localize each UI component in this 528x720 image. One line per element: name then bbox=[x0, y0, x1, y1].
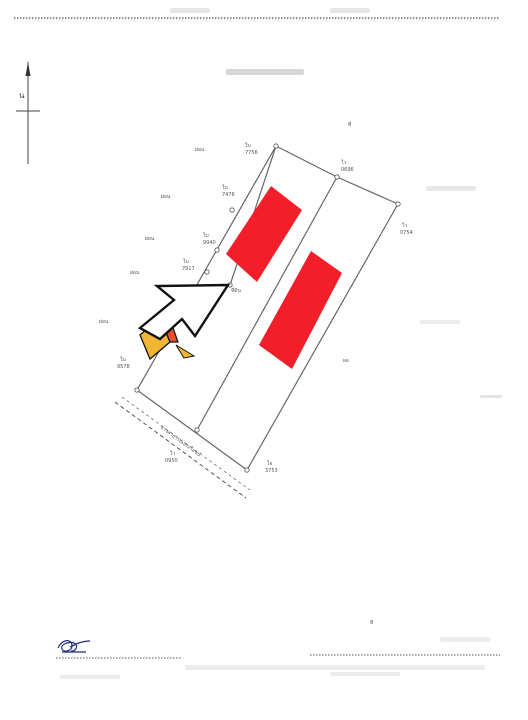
misc-label-right-mid: ผอ bbox=[343, 358, 349, 364]
header-smudge bbox=[170, 8, 210, 13]
marker-top-right-code: 0696 bbox=[341, 167, 354, 173]
marker-bottom-left-prefix: ใบ bbox=[120, 356, 126, 363]
header-smudge bbox=[330, 8, 370, 13]
marker-bottom-right-code: 3753 bbox=[265, 468, 278, 474]
neighbor-label: ผ่อน bbox=[99, 319, 109, 325]
misc-label-bottom-right: ที bbox=[370, 619, 373, 626]
faint-smudge bbox=[426, 186, 476, 191]
marker-left2-code: 9940 bbox=[203, 240, 216, 246]
boundary-markers bbox=[134, 143, 401, 473]
faint-smudge bbox=[420, 320, 460, 324]
neighbor-label: ผ่อน bbox=[145, 236, 155, 242]
footer-smudge bbox=[440, 637, 490, 642]
footer-smudge bbox=[185, 665, 485, 670]
marker-bottom-code: 0950 bbox=[165, 458, 178, 464]
misc-label-right-top: ที่ bbox=[348, 121, 351, 128]
marker-left2-prefix: ใบ bbox=[203, 232, 209, 239]
parcel-block-2 bbox=[259, 251, 342, 369]
marker-left1-prefix: ใบ bbox=[222, 184, 228, 191]
north-letter: น bbox=[19, 91, 25, 100]
neighbor-label: ผ่อน bbox=[130, 270, 140, 276]
header-smudge bbox=[226, 69, 304, 75]
marker-top-right-prefix: ใว bbox=[341, 159, 346, 166]
parcel-block-1 bbox=[226, 186, 302, 282]
signature-icon bbox=[57, 640, 91, 653]
footer-smudge bbox=[330, 672, 400, 676]
marker-top-prefix: ใบ bbox=[245, 142, 251, 149]
road-line-2 bbox=[121, 396, 251, 491]
marker-bottom-prefix: ใว bbox=[170, 450, 175, 457]
pointer-arrow-icon bbox=[137, 283, 231, 361]
marker-left3-code: 7917 bbox=[182, 266, 195, 272]
marker-bottom-left-code: 9578 bbox=[117, 364, 130, 370]
marker-left3-prefix: ใบ bbox=[183, 258, 189, 265]
neighbor-label: ผ่อน bbox=[161, 194, 171, 200]
compass-north-icon: น bbox=[16, 62, 40, 164]
marker-right-prefix: ใว bbox=[402, 222, 407, 229]
marker-top-code: 7756 bbox=[245, 150, 258, 156]
marker-right-code: 0754 bbox=[400, 230, 413, 236]
marker-left1-code: 7476 bbox=[222, 192, 235, 198]
faint-smudge bbox=[480, 395, 502, 398]
footer-smudge bbox=[60, 675, 120, 679]
marker-bottom-right-prefix: ใจ bbox=[267, 460, 272, 467]
neighbor-label: ผ่อน bbox=[195, 147, 205, 153]
corner-label: ที่ดิน bbox=[231, 287, 242, 294]
road-line-1 bbox=[114, 401, 247, 499]
